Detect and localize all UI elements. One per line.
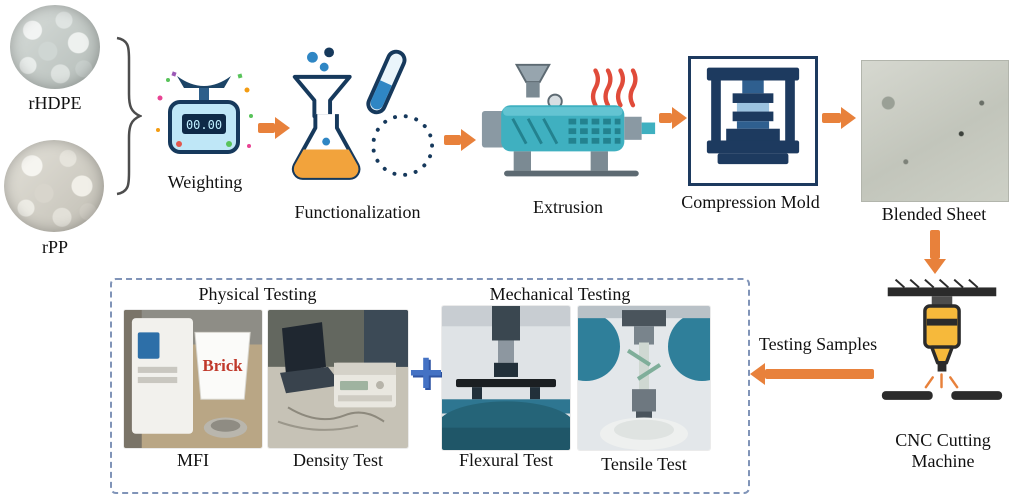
- rpp-photo: [4, 140, 104, 232]
- blended-sheet-label: Blended Sheet: [881, 204, 987, 224]
- arrow-shaft: [930, 230, 940, 259]
- density-test-label: Density Test: [293, 450, 383, 470]
- funnel-flask-testtube-icon: [291, 47, 435, 180]
- mechanical-testing-title: Mechanical Testing: [489, 284, 631, 304]
- arrow-shaft: [822, 113, 841, 123]
- weighting-label: Weighting: [167, 172, 243, 192]
- arrow-functionalization-to-extrusion-icon: [444, 128, 476, 152]
- scale-display: 00.00: [186, 118, 222, 132]
- rhdpe-label: rHDPE: [28, 93, 82, 113]
- physical-testing-title: Physical Testing: [198, 284, 317, 304]
- arrow-compression-to-sheet-icon: [822, 106, 856, 130]
- functionalization-label: Functionalization: [294, 202, 421, 222]
- arrow-head: [672, 107, 687, 129]
- arrow-shaft: [258, 123, 275, 133]
- arrow-sheet-to-cnc-icon: [923, 230, 947, 274]
- extrusion-label: Extrusion: [533, 197, 603, 217]
- testing-section-box: [110, 278, 750, 494]
- mfi-label: MFI: [176, 450, 209, 470]
- density-test-photo: [268, 310, 408, 448]
- rpp-label: rPP: [41, 237, 68, 257]
- tensile-test-label: Tensile Test: [601, 454, 687, 474]
- mfi-cup-text: Brick: [203, 356, 244, 375]
- arrow-head: [461, 129, 476, 151]
- extruder-machine-icon: [481, 63, 656, 177]
- blended-sheet-photo: [861, 60, 1009, 202]
- arrow-head: [841, 107, 856, 129]
- digital-scale-icon: 00.00: [156, 71, 253, 154]
- arrow-head: [750, 363, 765, 385]
- cnc-laser-cutter-icon: [881, 278, 1003, 400]
- hydraulic-press-icon: [706, 67, 800, 165]
- testing-samples-label: Testing Samples: [758, 334, 878, 354]
- arrow-shaft: [765, 369, 874, 379]
- mfi-photo: Brick: [124, 310, 262, 448]
- arrow-shaft: [659, 113, 672, 123]
- flexural-test-label: Flexural Test: [459, 450, 553, 470]
- flexural-test-photo: [442, 306, 570, 450]
- arrow-weighting-to-functionalization-icon: [258, 116, 290, 140]
- cnc-cutting-label: CNC Cutting Machine: [895, 430, 991, 472]
- arrow-head: [275, 117, 290, 139]
- arrow-cnc-to-testing-icon: [750, 362, 874, 386]
- plus-sign: +: [405, 344, 447, 400]
- rhdpe-photo: [10, 5, 100, 89]
- arrow-head: [924, 259, 946, 274]
- tensile-test-photo: [578, 306, 710, 450]
- compression-mold-label: Compression Mold: [681, 192, 820, 212]
- arrow-extrusion-to-compression-icon: [659, 106, 687, 130]
- compression-mold-frame: [688, 56, 818, 186]
- arrow-shaft: [444, 135, 461, 145]
- materials-brace-icon: [116, 36, 142, 196]
